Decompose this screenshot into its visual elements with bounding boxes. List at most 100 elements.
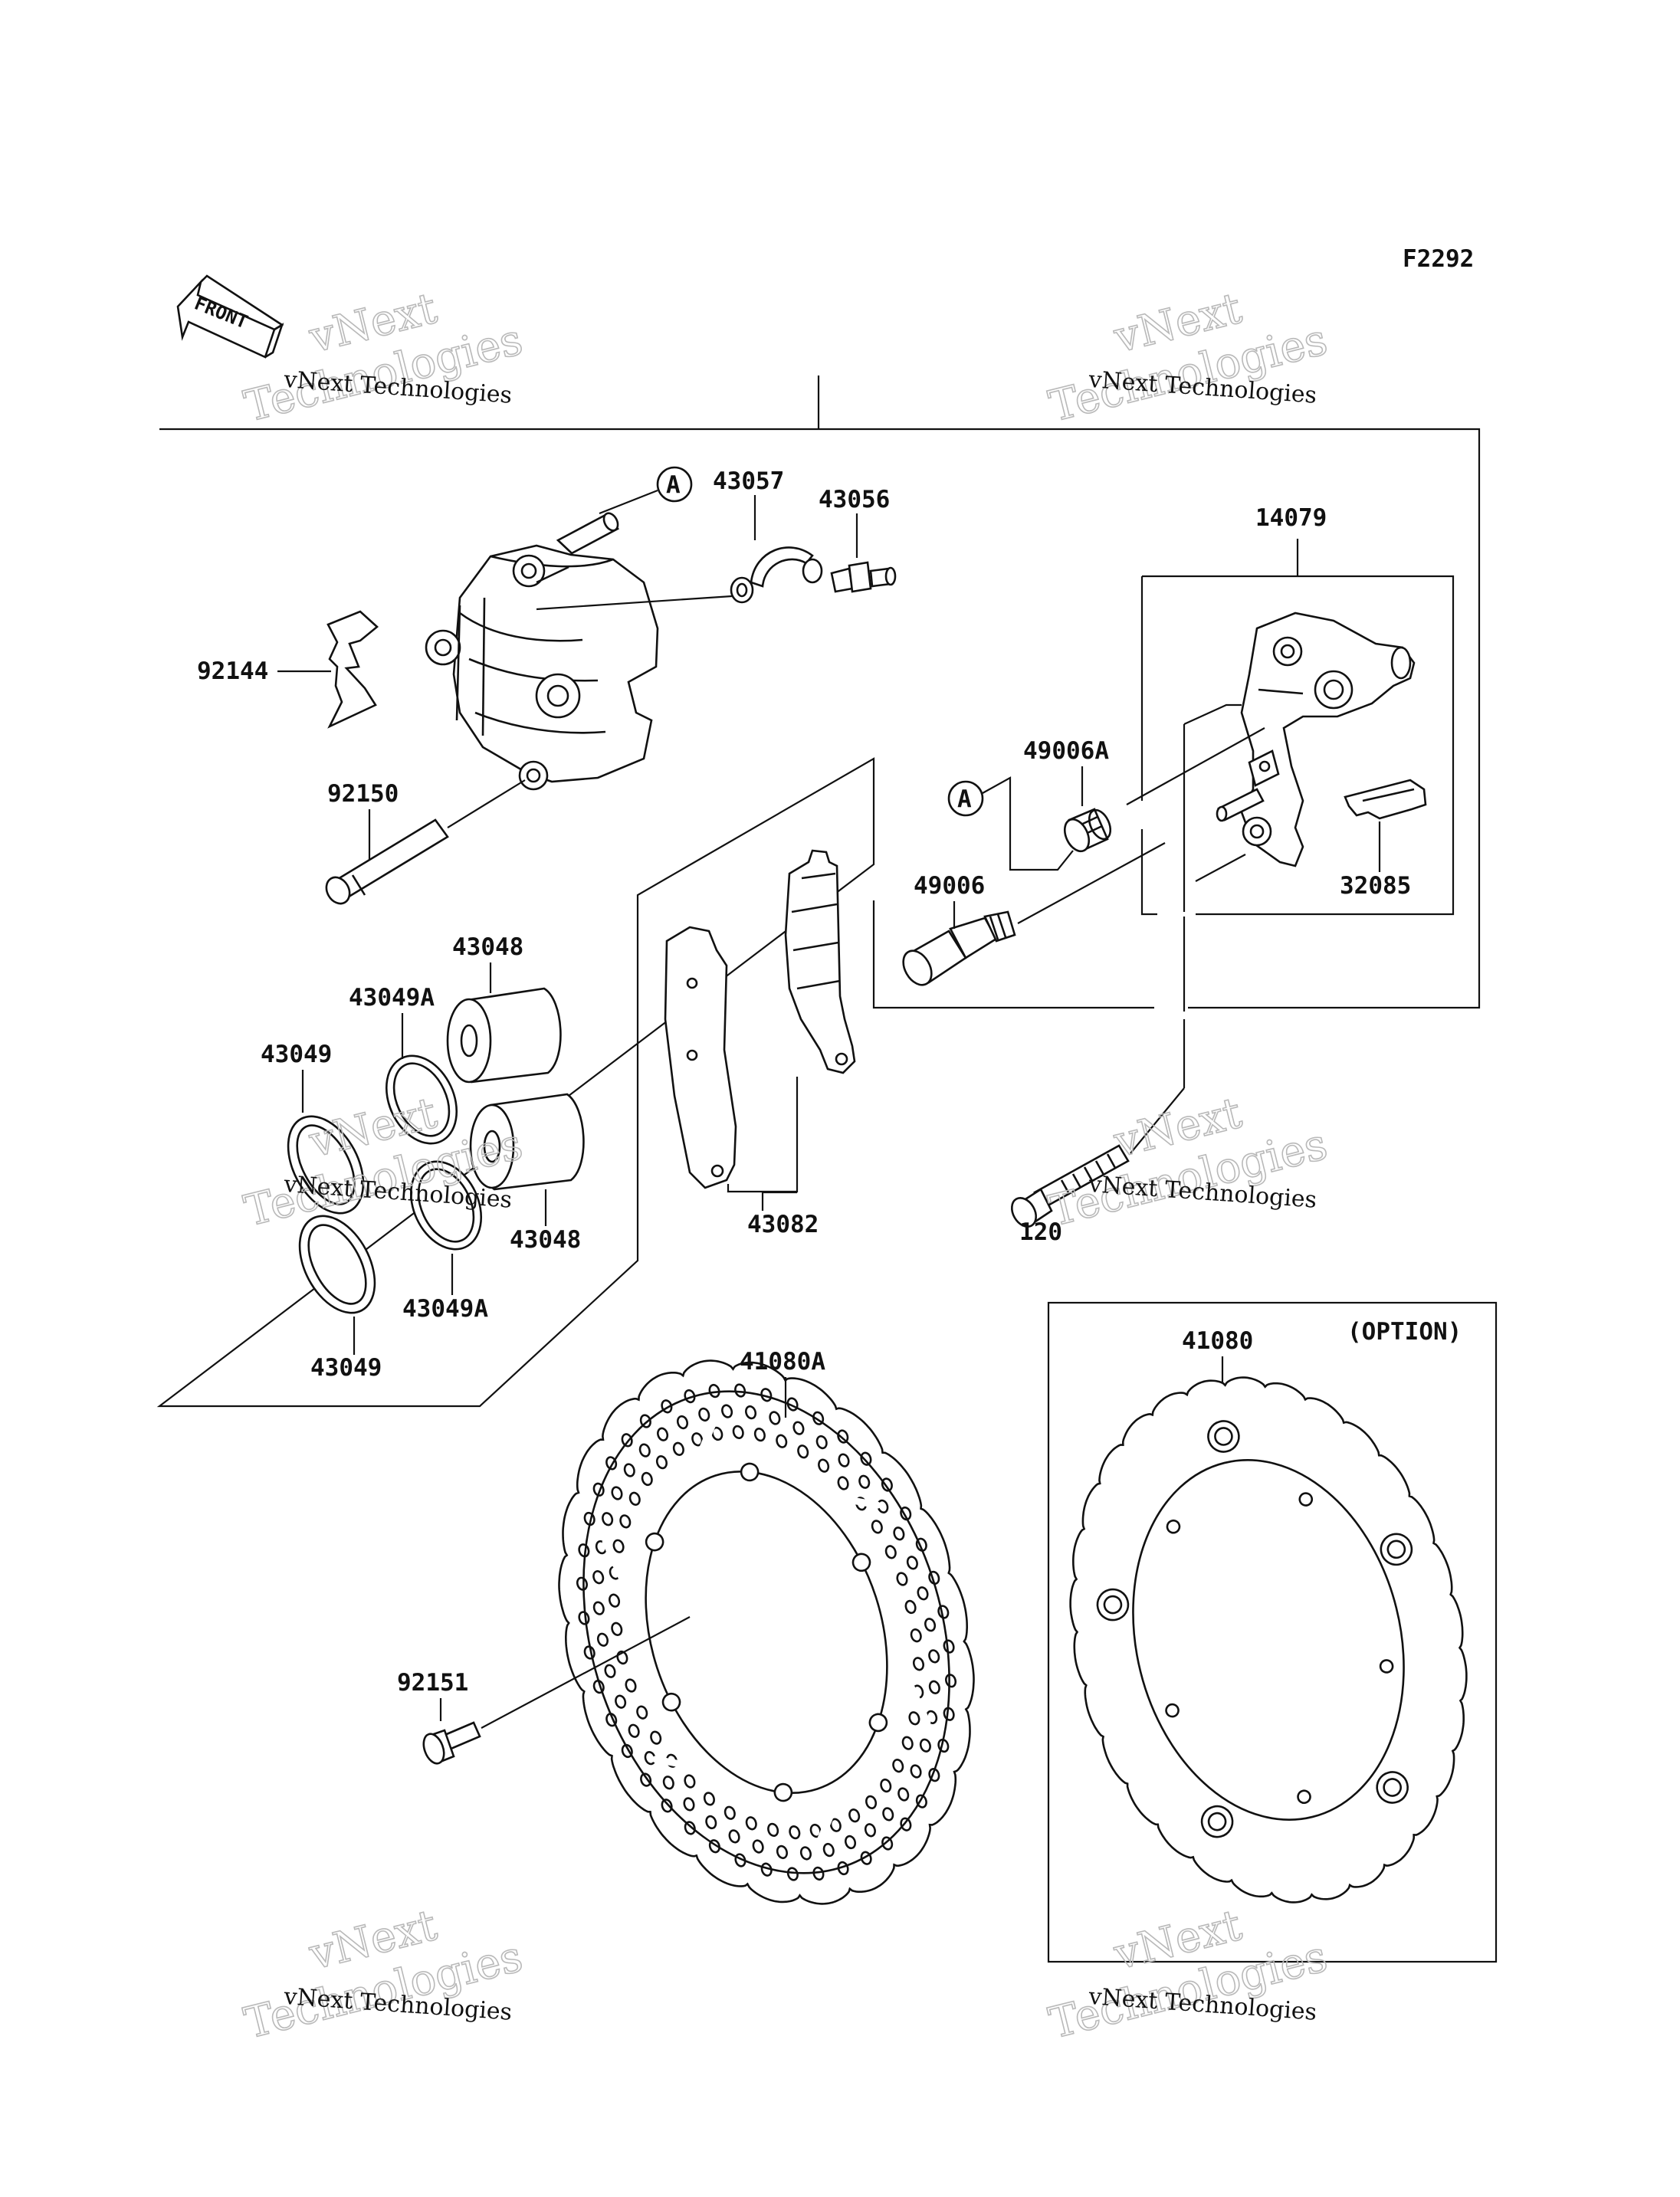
disc-drill-hole	[638, 1443, 651, 1458]
disc-drill-hole	[621, 1743, 633, 1759]
disc-drill-hole	[912, 1657, 924, 1671]
disc-bolt-hole	[868, 1713, 888, 1733]
disc-option-bolt-hole	[1200, 1805, 1234, 1838]
disc-drill-hole	[837, 1861, 849, 1876]
disc-drill-hole	[745, 1405, 757, 1420]
disc-drill-hole	[881, 1836, 894, 1851]
disc-option-bolt-hole	[1096, 1588, 1130, 1622]
disc-drill-hole	[910, 1764, 922, 1779]
leader-43082-bracket	[727, 1077, 799, 1193]
mounting-bolt	[1010, 1087, 1185, 1228]
disc-drill-hole	[858, 1474, 871, 1489]
disc-drill-hole	[684, 1821, 696, 1835]
leader-bracket-lower	[1195, 854, 1246, 882]
disc-drill-hole	[609, 1593, 621, 1608]
disc-cutout-inner	[811, 1490, 881, 1509]
disc-drill-hole	[662, 1776, 674, 1790]
disc-drill-hole	[928, 1768, 940, 1782]
disc-drill-hole	[650, 1730, 662, 1745]
disc-drill-hole	[683, 1797, 695, 1812]
disc-drill-hole	[615, 1694, 627, 1709]
disc-drill-hole	[691, 1432, 704, 1447]
label-piston-top: 43048	[452, 933, 523, 961]
disc-drill-hole	[612, 1539, 625, 1553]
boot-a	[1063, 808, 1112, 853]
piston-bottom	[469, 1093, 585, 1191]
disc-drill-hole	[837, 1476, 849, 1490]
seal-a-bottom	[409, 1160, 483, 1251]
label-pads: 43082	[747, 1211, 819, 1238]
disc-drill-hole	[924, 1618, 937, 1632]
disc-drill-hole	[928, 1680, 940, 1694]
disc-drill-hole	[583, 1511, 596, 1526]
disc-drill-hole	[592, 1679, 605, 1694]
disc-drill-hole	[809, 1823, 822, 1838]
disc-drill-hole	[661, 1399, 673, 1414]
disc-drill-hole	[776, 1434, 788, 1448]
disc-drill-hole	[625, 1678, 637, 1693]
disc-drill-hole	[623, 1463, 635, 1477]
disc-drill-hole	[917, 1586, 929, 1601]
label-seal-top: 43049	[261, 1041, 332, 1068]
label-pad-spring: 32085	[1340, 872, 1411, 900]
slide-pin	[325, 779, 526, 905]
disc-bolt-hole	[851, 1553, 871, 1572]
disc-drill-hole	[884, 1545, 897, 1559]
disc-drill-hole	[871, 1520, 883, 1534]
piston-top	[446, 987, 562, 1084]
label-clamp: 43057	[713, 467, 784, 495]
disc-drill-hole	[734, 1383, 746, 1398]
disc-drill-hole	[919, 1738, 931, 1753]
brake-disc-standard	[558, 1359, 975, 1905]
disc-drill-hole	[837, 1429, 849, 1444]
disc-drill-hole	[621, 1433, 633, 1448]
disc-drill-hole	[708, 1839, 720, 1854]
disc-drill-hole	[592, 1601, 605, 1615]
disc-drill-hole	[604, 1664, 616, 1678]
disc-drill-hole	[881, 1477, 893, 1492]
label-piston-bottom: 43048	[510, 1226, 581, 1254]
disc-drill-hole	[893, 1526, 905, 1541]
label-seal-bottom: 43049	[310, 1354, 382, 1382]
disc-cutout-inner	[685, 1412, 720, 1484]
disc-drill-hole	[705, 1815, 717, 1830]
disc-drill-hole	[829, 1818, 842, 1832]
boot-pin	[902, 842, 1166, 986]
caliper-bracket	[1216, 612, 1416, 867]
label-bolt: 120	[1019, 1218, 1062, 1246]
brake-disc-option	[1069, 1376, 1468, 1904]
disc-drill-hole	[628, 1491, 641, 1506]
disc-drill-hole	[684, 1774, 696, 1789]
disc-drill-hole	[797, 1444, 809, 1459]
disc-drill-hole	[684, 1389, 696, 1404]
disc-option-bolt-hole-inner	[1207, 1812, 1227, 1831]
disc-drill-hole	[753, 1428, 766, 1442]
disc-drill-hole	[605, 1713, 618, 1727]
label-bracket: 14079	[1255, 504, 1327, 532]
disc-cutout-inner	[812, 1780, 848, 1853]
disc-drill-hole	[578, 1543, 590, 1558]
disc-bolt-hole	[661, 1692, 681, 1712]
disc-drill-hole	[792, 1421, 805, 1435]
disc-drill-hole	[945, 1674, 957, 1688]
disc-drill-hole	[865, 1795, 878, 1809]
disc-drill-hole	[880, 1778, 892, 1793]
disc-drill-hole	[937, 1605, 950, 1619]
disc-drill-hole	[734, 1853, 746, 1867]
disc-drill-hole	[760, 1388, 773, 1402]
disc-drill-hole	[908, 1711, 920, 1726]
disc-drill-hole	[611, 1622, 623, 1636]
disc-drill-hole	[799, 1846, 812, 1861]
disc-option-bolt-hole-inner	[1386, 1540, 1406, 1559]
disc-cutout-inner	[602, 1538, 645, 1623]
disc-drill-hole	[789, 1825, 801, 1840]
pad-spring-plate	[1344, 779, 1427, 820]
disc-drill-hole	[776, 1844, 788, 1860]
disc-drill-hole	[943, 1707, 955, 1721]
disc-drill-hole	[786, 1867, 799, 1881]
disc-drill-hole	[605, 1456, 618, 1471]
option-box	[1047, 1301, 1498, 1963]
disc-drill-hole	[703, 1792, 715, 1806]
disc-drill-hole	[896, 1572, 908, 1586]
